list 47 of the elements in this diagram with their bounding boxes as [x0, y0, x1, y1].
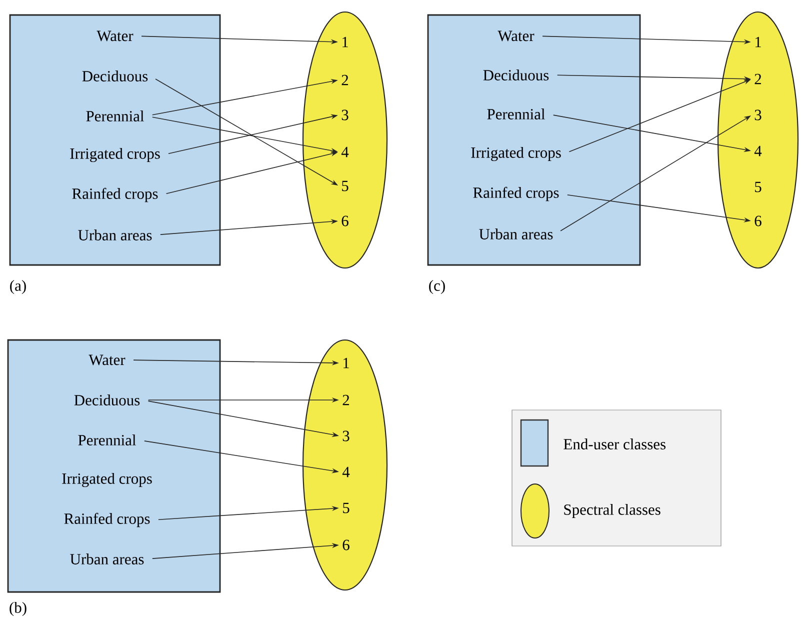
- class-number: 6: [342, 216, 348, 226]
- panel-label: (c): [429, 280, 445, 294]
- class-box: [9, 14, 221, 266]
- class-number: 5: [343, 502, 350, 514]
- class-label: Irrigated crops: [70, 148, 160, 162]
- class-ellipse: [302, 11, 388, 269]
- panel-label: (a): [10, 280, 26, 294]
- class-number: 2: [342, 394, 350, 406]
- class-number: 4: [754, 146, 762, 156]
- class-label: Irrigated crops: [62, 472, 152, 488]
- class-label: Deciduous: [483, 70, 549, 80]
- class-label: Water: [88, 354, 126, 366]
- class-label: Water: [498, 30, 534, 42]
- class-label: Water: [96, 30, 134, 42]
- class-number: 5: [755, 182, 762, 192]
- class-label: Perennial: [78, 434, 136, 446]
- class-number: 1: [342, 36, 348, 48]
- class-label: Urban areas: [479, 228, 553, 240]
- class-number: 4: [341, 146, 349, 158]
- class-label: Rainfed crops: [72, 188, 158, 202]
- class-number: 3: [342, 110, 348, 120]
- class-number: 3: [754, 110, 762, 120]
- class-number: 2: [342, 74, 348, 86]
- class-number: 3: [342, 430, 350, 442]
- class-number: 1: [756, 36, 761, 48]
- class-number: 1: [344, 358, 349, 368]
- class-box: [427, 14, 641, 266]
- legend-label: Spectral classes: [564, 504, 660, 518]
- class-label: Urban areas: [70, 554, 144, 564]
- class-number: 6: [754, 216, 762, 226]
- class-label: Irrigated crops: [471, 146, 561, 162]
- class-label: Perennial: [86, 110, 144, 122]
- class-ellipse: [302, 339, 388, 591]
- class-label: Deciduous: [74, 394, 140, 406]
- class-label: Deciduous: [82, 70, 148, 82]
- class-number: 5: [342, 180, 348, 192]
- legend-label: End-user classes: [564, 438, 666, 450]
- class-number: 6: [342, 540, 350, 550]
- class-number: 2: [754, 74, 761, 84]
- class-label: Urban areas: [78, 230, 152, 240]
- class-number: 4: [342, 466, 350, 478]
- class-label: Rainfed crops: [64, 512, 150, 528]
- class-ellipse: [717, 11, 799, 269]
- panel-label: (b): [10, 602, 26, 616]
- class-label: Perennial: [487, 108, 545, 120]
- class-box: [7, 339, 221, 593]
- class-label: Rainfed crops: [473, 186, 559, 202]
